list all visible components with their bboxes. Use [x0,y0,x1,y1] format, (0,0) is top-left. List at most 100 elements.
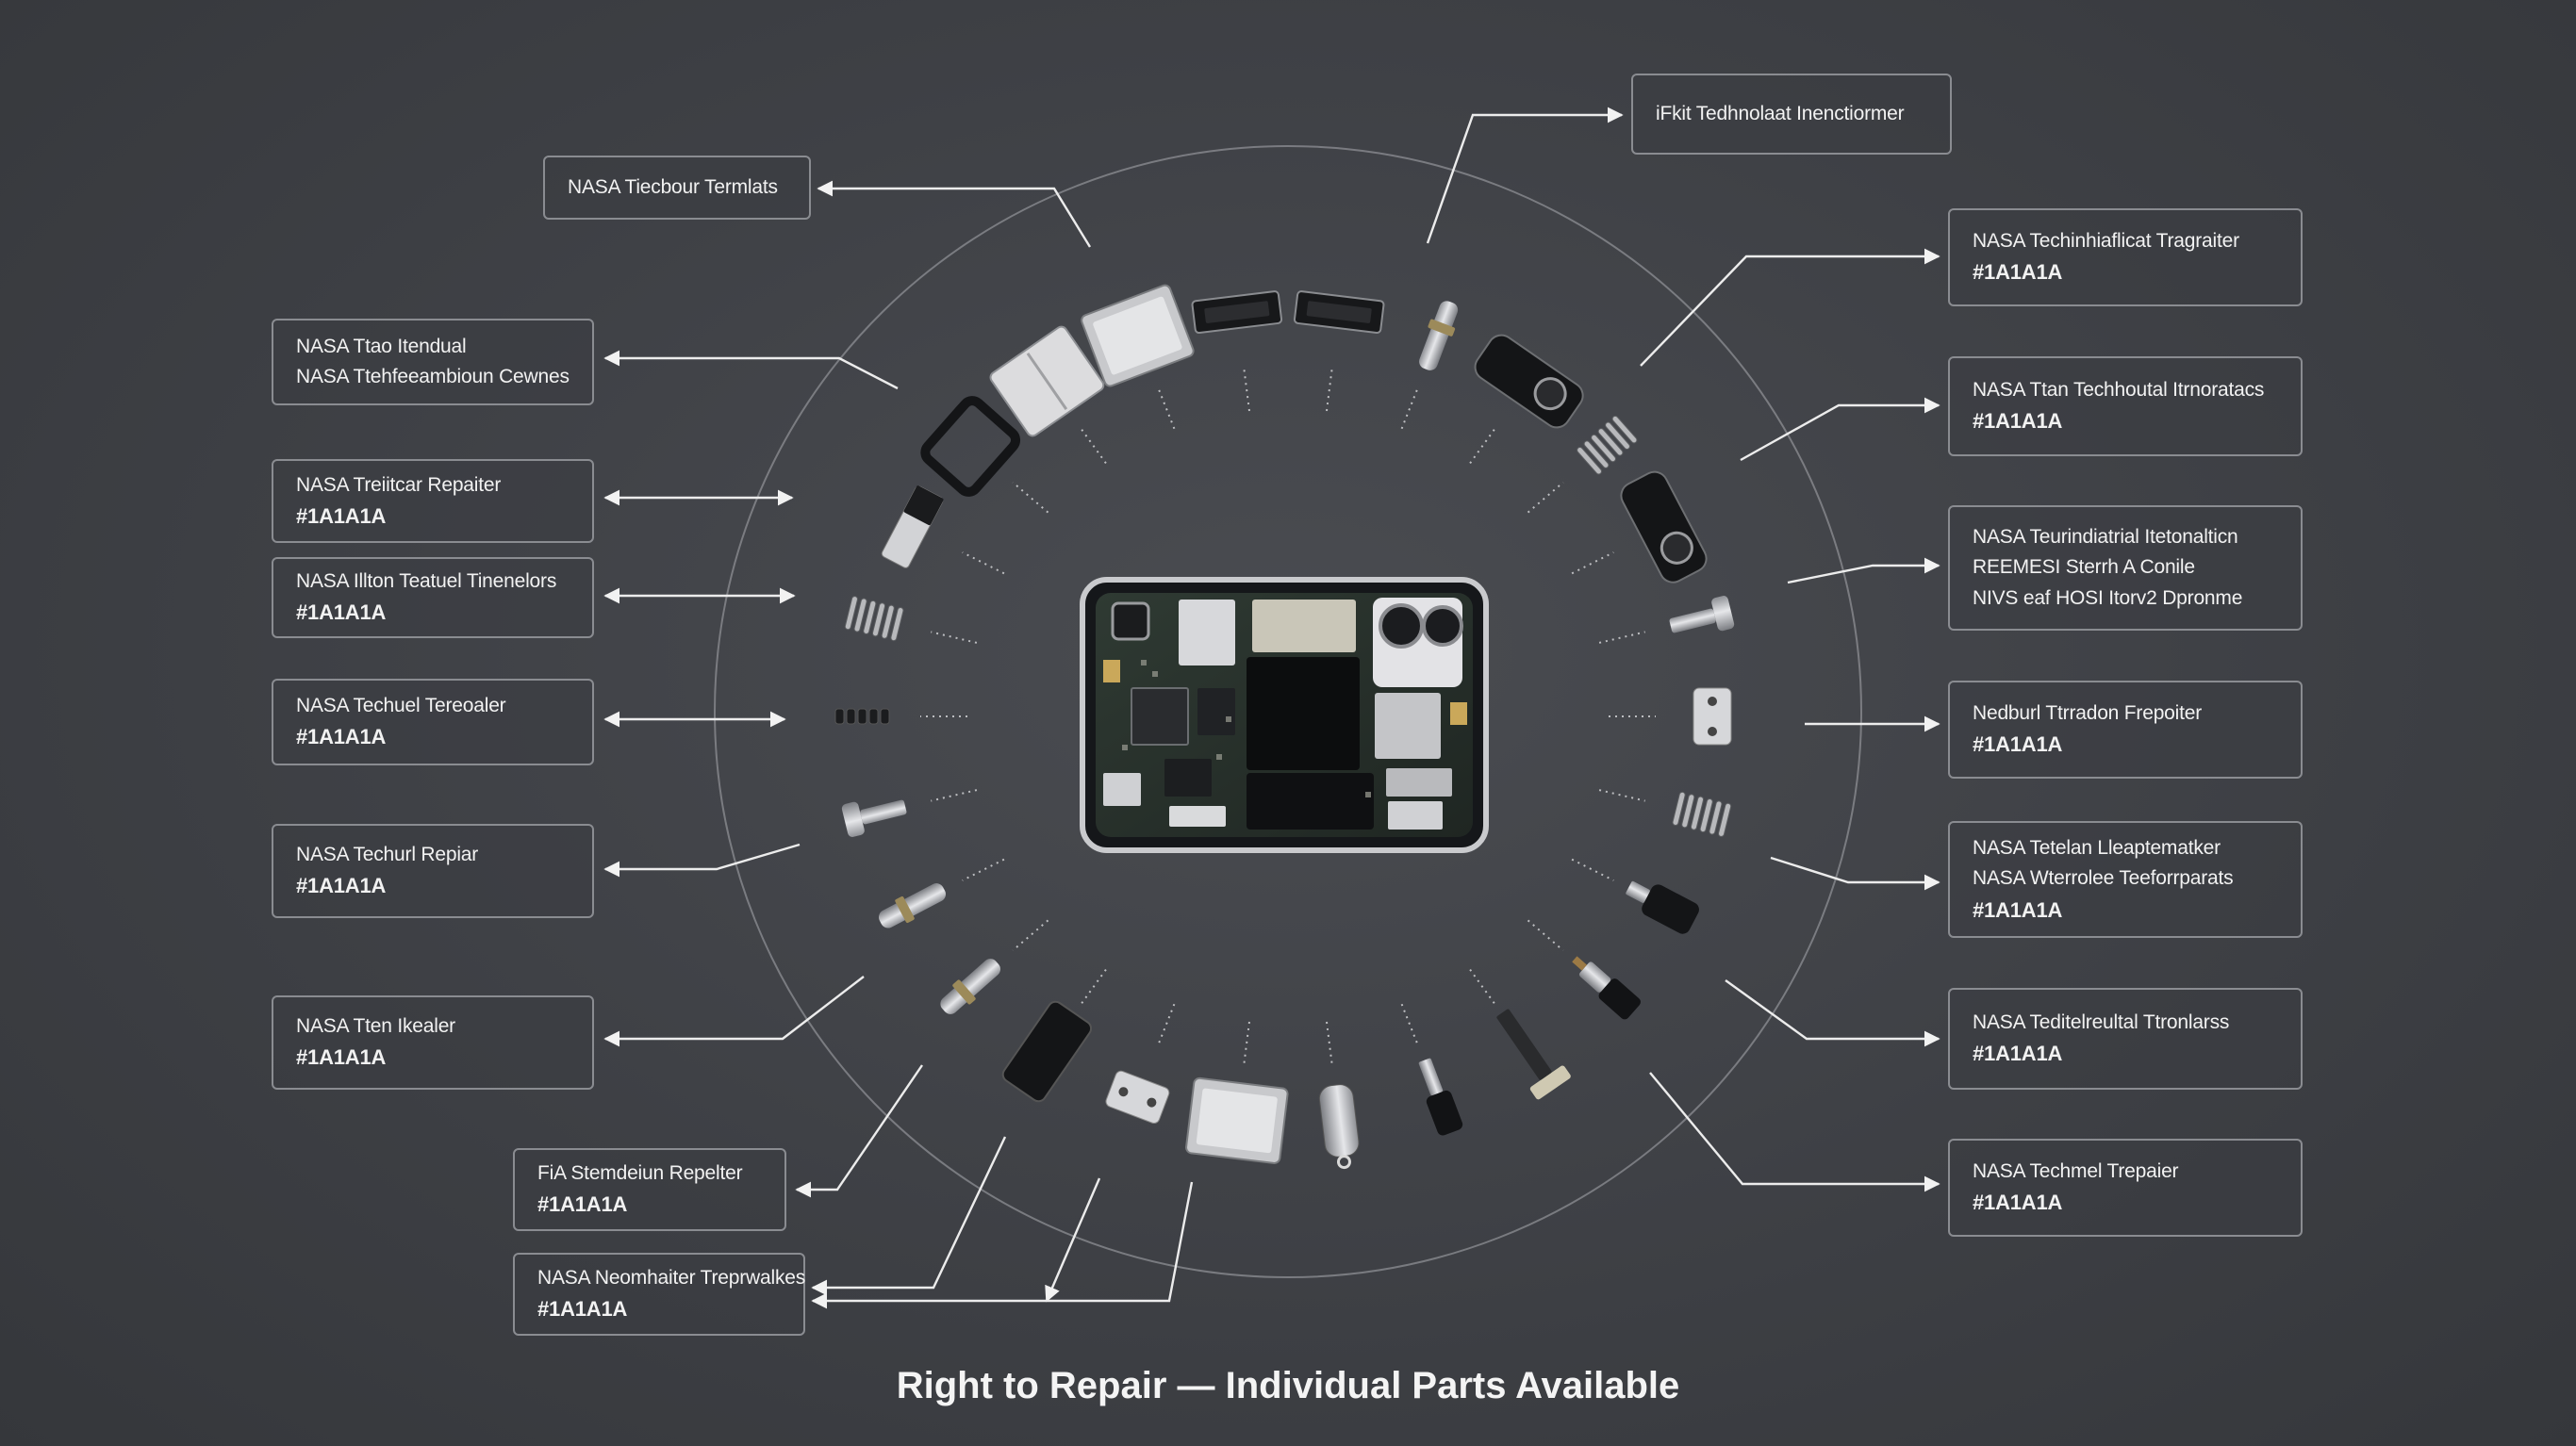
label-line: #1A1A1A [296,725,387,749]
label-line: NIVS eaf HOSI Itorv2 Dpronme [1973,586,2243,609]
part-screw [841,799,907,837]
label-line: NASA Ttan Techhoutal Itrnoratacs [1973,379,2265,402]
label-L1: NASA Tiecbour Termlats [543,156,811,220]
label-line: NASA Ttao Itendual [296,335,467,357]
label-L9: NASA Neomhaiter Treprwalkes #1A1A1A [513,1253,805,1336]
part-leader [1243,366,1250,412]
part-strip [1191,290,1283,335]
part-camera [1474,334,1584,429]
connector-line [1787,557,1940,584]
part-pin [879,883,946,928]
label-line: NASA Tiecbour Termlats [568,175,778,198]
label-R0: iFkit Tedhnolaat Inenctiormer [1631,74,1952,155]
label-L7: NASA Tten Ikealer #1A1A1A [272,995,594,1090]
label-line: #1A1A1A [296,600,387,625]
parts-ring [834,284,1735,1170]
part-leader [1598,789,1645,802]
part-clip [881,485,944,568]
label-L4: NASA Illton Teatuel Tinenelors #1A1A1A [272,557,594,638]
label-line: #1A1A1A [296,503,387,528]
connector-line [1045,1177,1101,1303]
label-line: FiA Stemdeiun Repelter [537,1162,743,1185]
part-camera [1620,470,1708,583]
part-leader [1156,1003,1176,1047]
label-line: #1A1A1A [1973,260,2063,285]
part-capsule [1318,1084,1360,1170]
part-plug [1418,1058,1463,1136]
label-line: NASA Tetelan Lleaptematker [1973,837,2221,859]
part-leader [1012,919,1049,952]
part-leader [1400,1003,1420,1047]
part-leader [931,631,978,644]
label-line: NASA Tten Ikealer [296,1015,455,1038]
connector-line [1640,248,1940,367]
label-line: #1A1A1A [537,1192,628,1217]
label-R4: Nedburl Ttrradon Frepoiter#1A1A1A [1948,681,2303,779]
connector-line [1426,107,1624,244]
connector-line [1740,397,1940,462]
part-tbar [1496,1009,1571,1100]
label-line: NASA Teditelreultal Ttronlarss [1973,1011,2230,1034]
part-leader [1469,969,1498,1008]
part-shield [989,325,1105,437]
connector-line [811,1136,1007,1296]
part-spring [844,596,904,642]
label-line: #1A1A1A [296,1045,387,1070]
part-leader [931,789,978,802]
connector-line [795,1064,923,1198]
part-plate [1185,1076,1289,1164]
label-line: NASA Techurl Repiar [296,844,479,866]
part-leader [1469,425,1498,464]
label-line: NASA Techuel Tereoaler [296,695,506,717]
label-line: NASA Wterrolee Teeforrparats [1973,867,2234,890]
part-rail [1001,1000,1093,1103]
label-line: NASA Illton Teatuel Tinenelors [296,570,557,593]
part-leader [1598,631,1645,644]
label-L3: NASA Treiitcar Repaiter#1A1A1A [272,459,594,543]
label-line: NASA Neomhaiter Treprwalkes [537,1267,806,1290]
label-line: iFkit Tedhnolaat Inenctiormer [1656,102,1905,124]
label-line: #1A1A1A [1973,1191,2063,1215]
connector-line [603,843,801,878]
part-leader [1243,1021,1250,1067]
part-plate [1081,284,1195,387]
part-cylinder [1626,880,1699,934]
connector-line [603,350,899,390]
part-leader [1156,386,1176,430]
connector-line [1770,856,1940,891]
part-spring [1577,415,1638,475]
label-R1: NASA Techinhiaflicat Tragraiter #1A1A1A [1948,208,2303,306]
part-connector [1572,956,1641,1020]
label-R2: NASA Ttan Techhoutal Itrnoratacs#1A1A1A [1948,356,2303,456]
connector-line [817,180,1092,248]
label-L6: NASA Techurl Repiar#1A1A1A [272,824,594,918]
label-line: REEMESI Sterrh A Conile [1973,556,2195,579]
connector-line [603,976,865,1047]
part-leader [1400,386,1420,430]
part-frame [920,396,1021,497]
label-line: #1A1A1A [1973,1042,2063,1066]
label-line: NASA Teurindiatrial Itetonalticn [1973,526,2238,549]
label-line: #1A1A1A [1973,897,2063,922]
part-leader [1078,969,1107,1008]
part-leader [1571,858,1614,881]
label-line: NASA Techinhiaflicat Tragraiter [1973,230,2239,253]
label-line: NASA Techmel Trepaier [1973,1160,2179,1183]
part-leader [1326,366,1333,412]
label-R6: NASA Teditelreultal Ttronlarss #1A1A1A [1948,988,2303,1090]
label-line: #1A1A1A [537,1297,628,1322]
part-leader [1527,919,1564,952]
connector-line [1725,979,1940,1047]
part-spring [1672,791,1732,837]
connector-lines [603,107,1940,1309]
part-leader [962,858,1005,881]
part-leader [962,551,1005,575]
part-strip [1293,290,1385,335]
label-line: Nedburl Ttrradon Frepoiter [1973,702,2203,725]
connector-line [811,1181,1194,1309]
part-pin [940,959,1000,1014]
